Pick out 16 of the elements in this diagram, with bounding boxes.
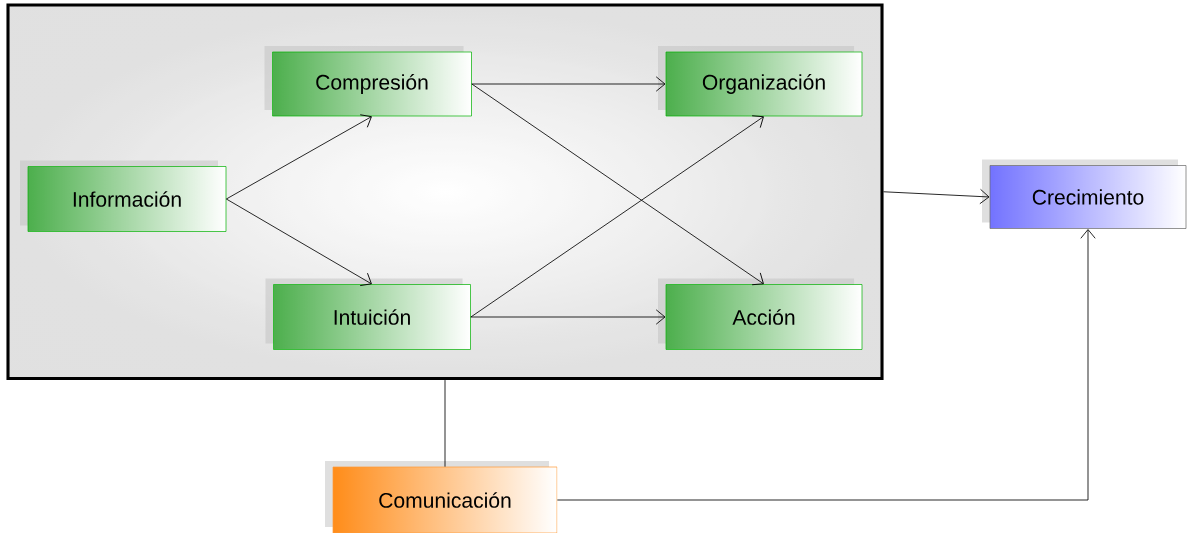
arrow (470, 115, 764, 318)
process-box: Crecimiento (982, 159, 1187, 229)
process-box: Organización (658, 46, 863, 117)
process-box: Comunicación (325, 461, 558, 533)
arrow (556, 229, 1096, 501)
arrow (883, 188, 990, 205)
arrow (470, 309, 666, 325)
group-frame (6, 3, 884, 381)
arrow (225, 114, 372, 200)
process-box: Información (20, 160, 227, 232)
arrow (471, 83, 764, 286)
arrow (225, 198, 372, 286)
process-box: Compresión (264, 46, 472, 117)
process-box: Intuición (265, 278, 471, 350)
arrow (471, 76, 666, 92)
process-box: Acción (658, 278, 863, 350)
